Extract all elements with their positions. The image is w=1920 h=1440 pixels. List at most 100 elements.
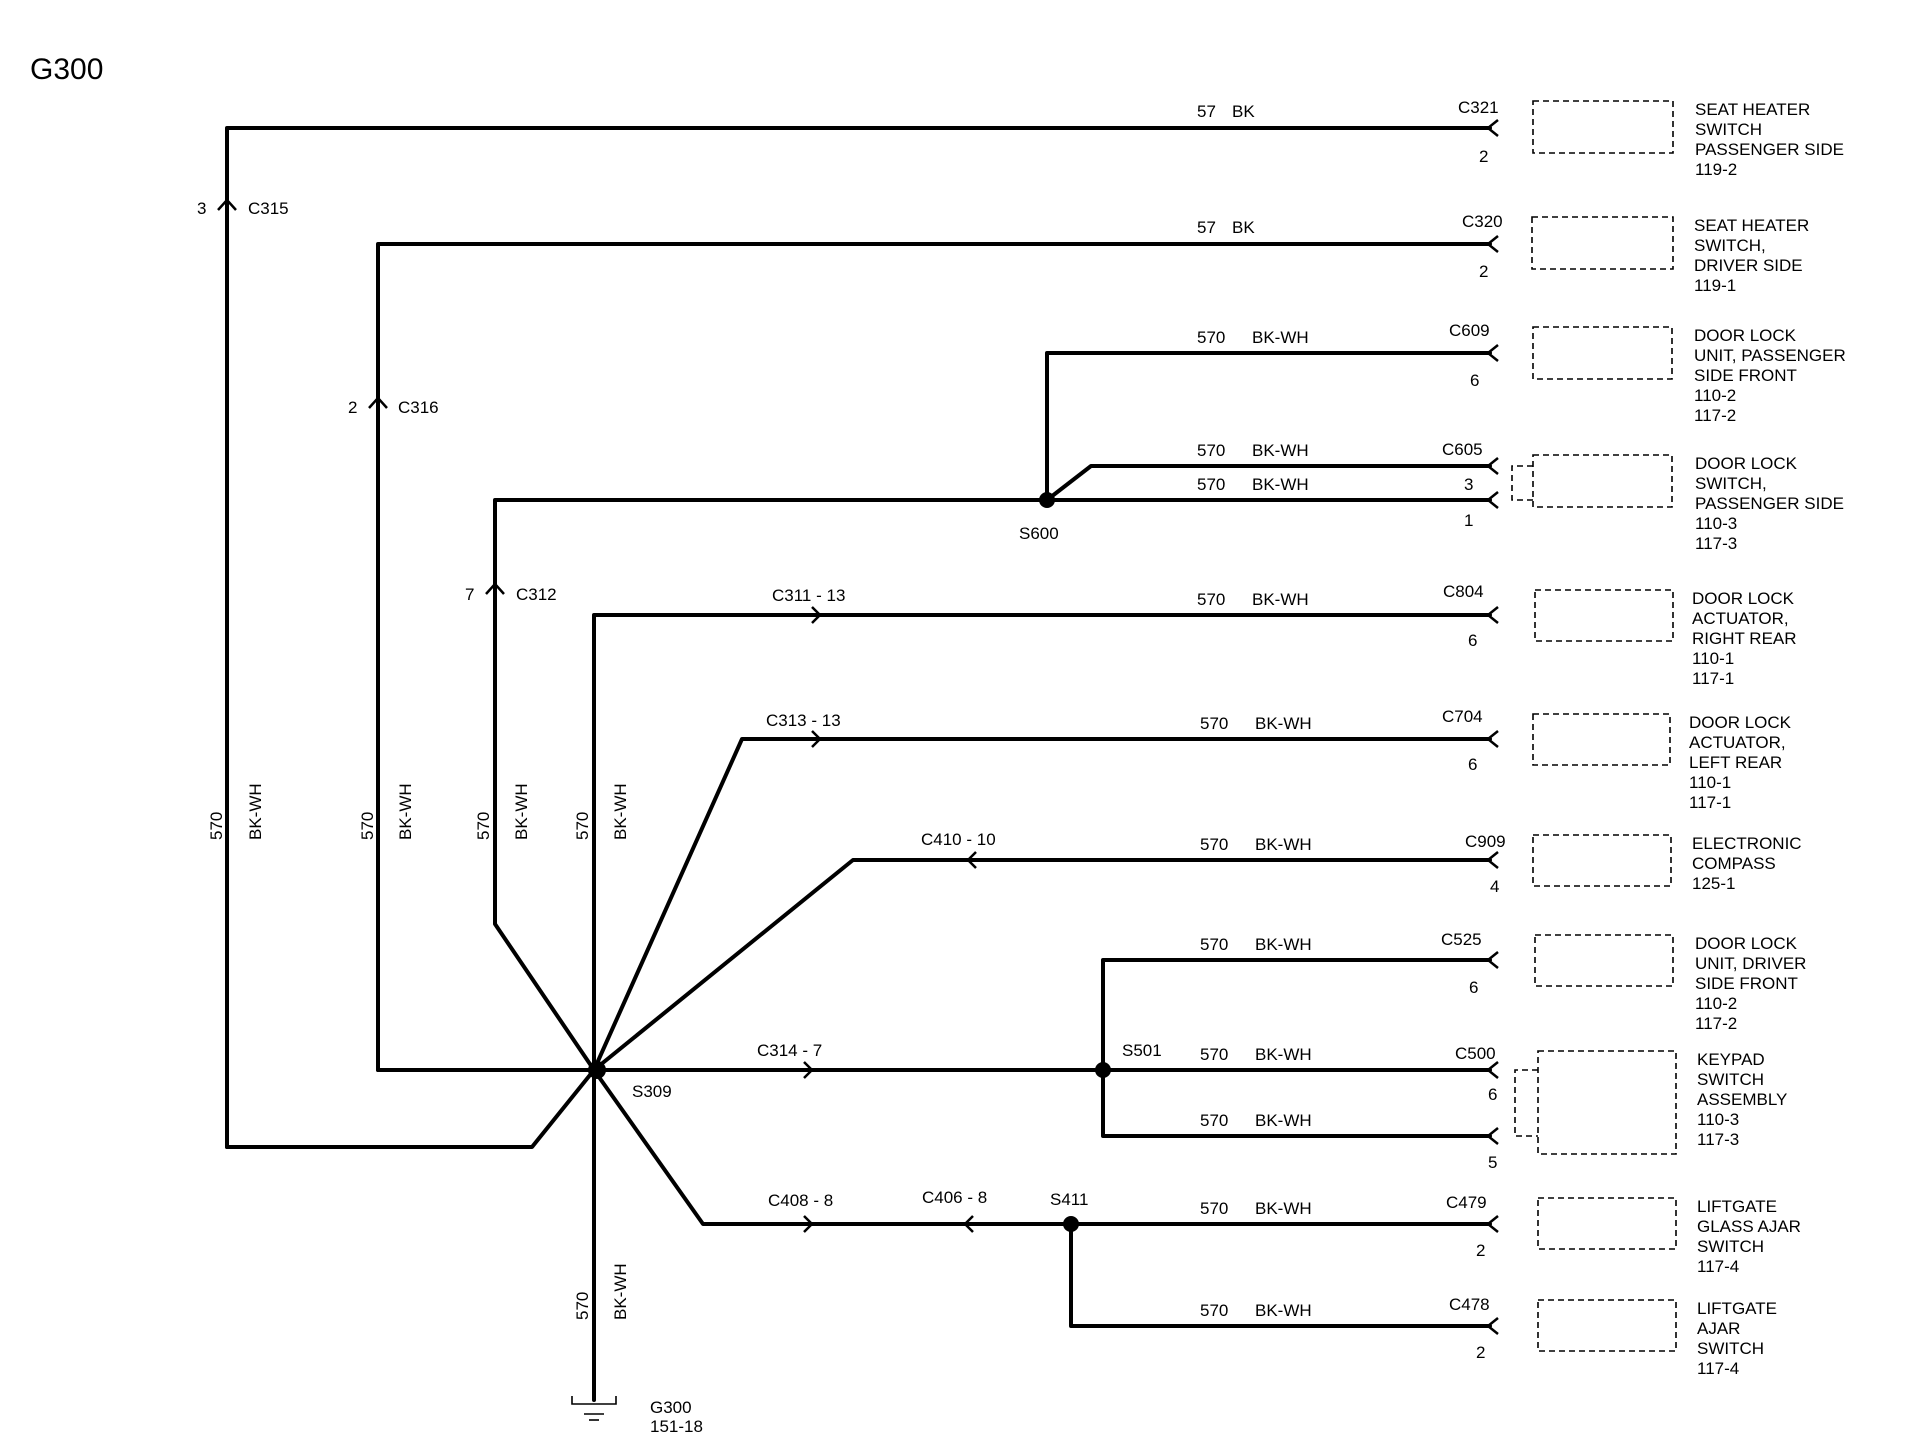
color-label: BK [1232,218,1255,237]
circuit-label: 570 [1200,1045,1228,1064]
wire-labels: 57 BK 57 BK 570 BK-WH 570 BK-WH 570 BK-W… [1197,102,1312,1320]
wire-c500-pin5 [1101,1068,1492,1138]
arrow-c479 [1485,1215,1499,1233]
pin-number: 2 [1479,262,1488,281]
component-boxes [1511,100,1677,1352]
inline-connector-c406: C406 - 8 [922,1188,987,1207]
pin-number: 2 [1476,1241,1485,1260]
component-actuator-right-rear: DOOR LOCK ACTUATOR, RIGHT REAR 110-1 117… [1692,589,1801,688]
ground-symbol [571,1396,617,1421]
splice-dots [588,492,1111,1232]
color-label: BK-WH [1252,475,1309,494]
arrow-c321 [1485,119,1499,137]
seat-heater-driver-box [1531,216,1674,270]
circuit-label: 570 [573,1292,592,1320]
circuit-label: 57 [1197,102,1216,121]
circuit-label: 570 [1200,1199,1228,1218]
door-lock-switch-passenger-box [1532,454,1673,508]
liftgate-ajar-box [1537,1299,1677,1352]
component-liftgate-ajar: LIFTGATE AJAR SWITCH 117-4 [1697,1299,1782,1378]
arrow-c408 [803,1215,814,1233]
circuit-label: 570 [207,812,226,840]
splice-s501-dot [1095,1062,1111,1078]
arrow-c525 [1485,951,1499,969]
pin-number: 6 [1468,631,1477,650]
c605-bridge [1511,465,1533,501]
connector-c320: C320 [1462,212,1503,231]
arrow-c605-3 [1485,457,1499,475]
arrow-c609 [1485,344,1499,362]
connector-ids: C321 2 C320 2 C609 6 C605 3 1 C804 6 C70… [1441,98,1506,1362]
connector-c704: C704 [1442,707,1483,726]
vertical-wire-labels: 570 BK-WH 570 BK-WH 570 BK-WH 570 BK-WH … [207,783,630,1320]
circuit-label: 570 [1197,441,1225,460]
compass-box [1532,834,1672,887]
inline-connector-labels: 3 C315 2 C316 7 C312 C311 - 13 C313 - 13… [197,199,996,1210]
connector-c525: C525 [1441,930,1482,949]
component-door-lock-switch-passenger: DOOR LOCK SWITCH, PASSENGER SIDE 110-3 1… [1695,454,1849,553]
connector-c804: C804 [1443,582,1484,601]
wire-c320 [376,242,1492,1072]
seat-heater-passenger-box [1532,100,1674,154]
wire-c605-pin3 [1045,464,1492,502]
pin-number: 2 [1476,1343,1485,1362]
wire-c704 [592,737,1492,1072]
component-descriptions: SEAT HEATER SWITCH PASSENGER SIDE 119-2 … [1689,100,1849,1378]
inline-pin-c312: 7 [465,585,474,604]
color-label: BK-WH [396,783,415,840]
color-label: BK-WH [611,1263,630,1320]
color-label: BK-WH [1255,835,1312,854]
pin-number: 1 [1464,511,1473,530]
arrow-c315 [217,198,237,211]
component-seat-heater-driver: SEAT HEATER SWITCH, DRIVER SIDE 119-1 [1694,216,1814,295]
splice-s600: S600 [1019,524,1059,543]
component-electronic-compass: ELECTRONIC COMPASS 125-1 [1692,834,1806,893]
wire-c609 [1045,351,1492,502]
wire-c909 [592,858,1492,1072]
component-actuator-left-rear: DOOR LOCK ACTUATOR, LEFT REAR 110-1 117-… [1689,713,1796,812]
pin-number: 6 [1488,1085,1497,1104]
color-label: BK-WH [1255,1199,1312,1218]
circuit-label: 57 [1197,218,1216,237]
connector-c321: C321 [1458,98,1499,117]
splice-s600-dot [1039,492,1055,508]
color-label: BK-WH [1255,1301,1312,1320]
pin-number: 6 [1470,371,1479,390]
splice-s411-dot [1063,1216,1079,1232]
color-label: BK-WH [1252,441,1309,460]
connector-c605: C605 [1442,440,1483,459]
inline-pin-c316: 2 [348,398,357,417]
arrow-c704 [1485,730,1499,748]
color-label: BK-WH [512,783,531,840]
arrow-c312 [485,582,505,595]
ground-label: G300 151-18 [650,1398,703,1436]
arrow-c478 [1485,1317,1499,1335]
page-title: G300 [30,53,103,86]
inline-connector-c408: C408 - 8 [768,1191,833,1210]
splice-s309-dot [588,1061,606,1079]
wire-c315-return [225,1068,596,1149]
connector-arrows [1485,119,1499,1335]
circuit-label: 570 [1200,714,1228,733]
circuit-label: 570 [1197,590,1225,609]
circuit-label: 570 [1200,835,1228,854]
arrow-c320 [1485,235,1499,253]
arrow-c311 [811,606,822,624]
pin-number: 5 [1488,1153,1497,1172]
color-label: BK-WH [1252,328,1309,347]
circuit-label: 570 [1200,935,1228,954]
arrow-c804 [1485,606,1499,624]
connector-c500: C500 [1455,1044,1496,1063]
connector-c609: C609 [1449,321,1490,340]
color-label: BK-WH [1255,935,1312,954]
inline-connector-arrows [217,198,977,1233]
inline-pin-c315: 3 [197,199,206,218]
arrow-c314 [803,1061,814,1079]
inline-connector-c314: C314 - 7 [757,1041,822,1060]
splice-s411: S411 [1050,1190,1088,1209]
circuit-label: 570 [474,812,493,840]
arrow-c500-6 [1485,1061,1499,1079]
splice-labels: S600 S309 S501 S411 [632,524,1162,1209]
connector-c909: C909 [1465,832,1506,851]
